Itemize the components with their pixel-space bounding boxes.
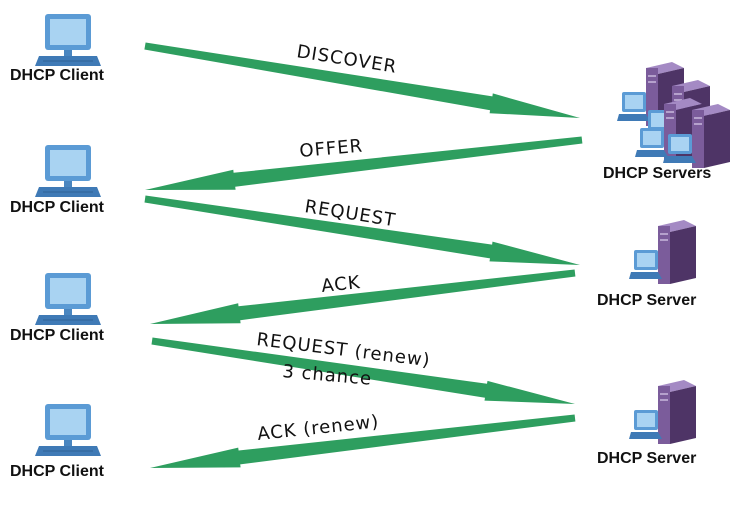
server-icon — [628, 379, 697, 445]
server-group-icon — [616, 61, 731, 169]
arrow-discover — [144, 42, 580, 118]
arrow-offer — [145, 136, 583, 190]
msg-three-chance-label: 3 chance — [282, 361, 373, 390]
computer-icon — [34, 403, 102, 457]
computer-icon — [34, 13, 102, 67]
computer-icon — [34, 272, 102, 326]
msg-ack-label: ACK — [320, 272, 362, 297]
server-label-group: DHCP Servers — [603, 165, 712, 182]
arrow-ack — [150, 269, 576, 324]
client-label-3: DHCP Client — [10, 327, 104, 344]
msg-offer-label: OFFER — [299, 136, 364, 162]
server-label-2: DHCP Server — [597, 292, 697, 309]
arrow-ack-renew — [150, 414, 576, 468]
arrow-request — [144, 195, 580, 265]
arrow-request-renew — [151, 337, 575, 404]
server-label-3: DHCP Server — [597, 450, 697, 467]
server-icon — [628, 219, 697, 285]
client-label-1: DHCP Client — [10, 67, 104, 84]
computer-icon — [34, 144, 102, 198]
client-label-4: DHCP Client — [10, 463, 104, 480]
client-label-2: DHCP Client — [10, 199, 104, 216]
